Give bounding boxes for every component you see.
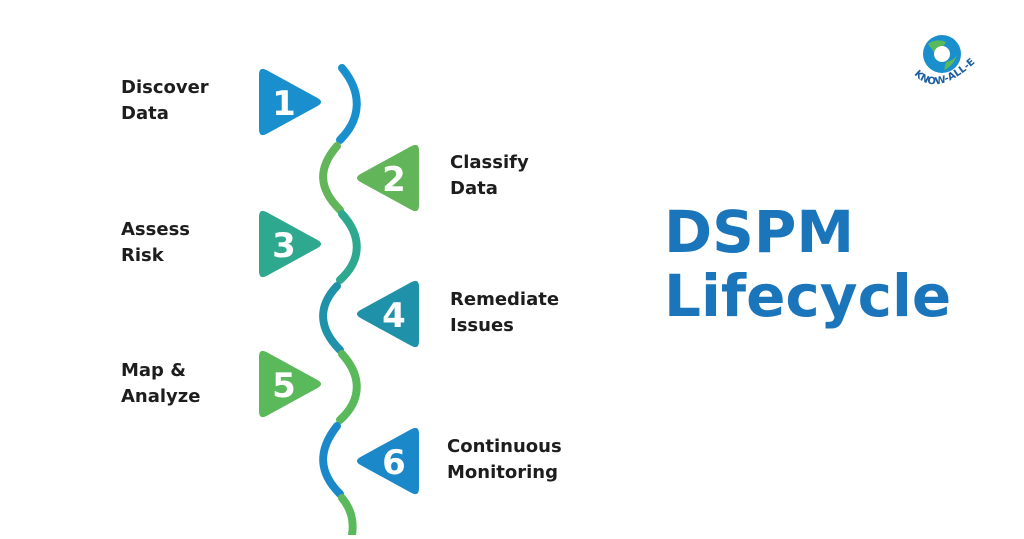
triangle-icon bbox=[356, 280, 419, 348]
triangle-icon bbox=[259, 350, 322, 418]
step-3-label: Assess Risk bbox=[121, 217, 190, 269]
step-3-number: 3 bbox=[272, 226, 296, 266]
wave-segment bbox=[319, 142, 344, 214]
step-4-marker: 4 bbox=[356, 280, 419, 348]
step-5-number: 5 bbox=[272, 366, 296, 406]
step-3-marker: 3 bbox=[259, 210, 322, 278]
step-6-marker: 6 bbox=[356, 427, 419, 495]
step-5-label: Map & Analyze bbox=[121, 358, 200, 410]
step-2-marker: 2 bbox=[356, 144, 419, 212]
step-4-label-line1: Remediate bbox=[450, 289, 560, 310]
step-2-label-line2: Data bbox=[450, 178, 498, 199]
know-all-edge-logo: KNOW-ALL-EDGE bbox=[906, 30, 977, 88]
step-1-marker: 1 bbox=[259, 68, 322, 136]
title-line2: Lifecycle bbox=[664, 262, 952, 330]
step-4-label: Remediate Issues bbox=[450, 287, 559, 339]
step-6-number: 6 bbox=[382, 443, 406, 483]
triangle-icon bbox=[259, 210, 322, 278]
step-3-label-line1: Assess bbox=[121, 219, 190, 240]
step-5-label-line1: Map & bbox=[121, 360, 186, 381]
step-4-number: 4 bbox=[382, 296, 406, 336]
step-3-label-line2: Risk bbox=[121, 245, 164, 266]
step-6-label-line1: Continuous bbox=[447, 436, 562, 457]
step-2-label-line1: Classify bbox=[450, 152, 529, 173]
page-title: DSPM Lifecycle bbox=[664, 200, 951, 328]
wave-segment bbox=[336, 64, 361, 144]
step-6-label-line2: Monitoring bbox=[447, 462, 558, 483]
title-line1: DSPM bbox=[664, 198, 855, 266]
wave-segment bbox=[319, 282, 344, 354]
step-2-label: Classify Data bbox=[450, 150, 529, 202]
step-4-label-line2: Issues bbox=[450, 315, 514, 336]
step-5-label-line2: Analyze bbox=[121, 386, 201, 407]
step-1-number: 1 bbox=[272, 84, 296, 124]
triangle-icon bbox=[259, 68, 322, 136]
wave-segment bbox=[338, 494, 357, 539]
step-1-label: Discover Data bbox=[121, 75, 209, 127]
step-1-label-line2: Data bbox=[121, 103, 169, 124]
triangle-icon bbox=[356, 427, 419, 495]
wave-segment bbox=[319, 422, 344, 498]
step-2-number: 2 bbox=[382, 160, 406, 200]
triangle-icon bbox=[356, 144, 419, 212]
wave-segment bbox=[336, 350, 361, 424]
step-6-label: Continuous Monitoring bbox=[447, 434, 562, 486]
step-1-label-line1: Discover bbox=[121, 77, 209, 98]
step-5-marker: 5 bbox=[259, 350, 322, 418]
wave-segment bbox=[336, 210, 361, 284]
